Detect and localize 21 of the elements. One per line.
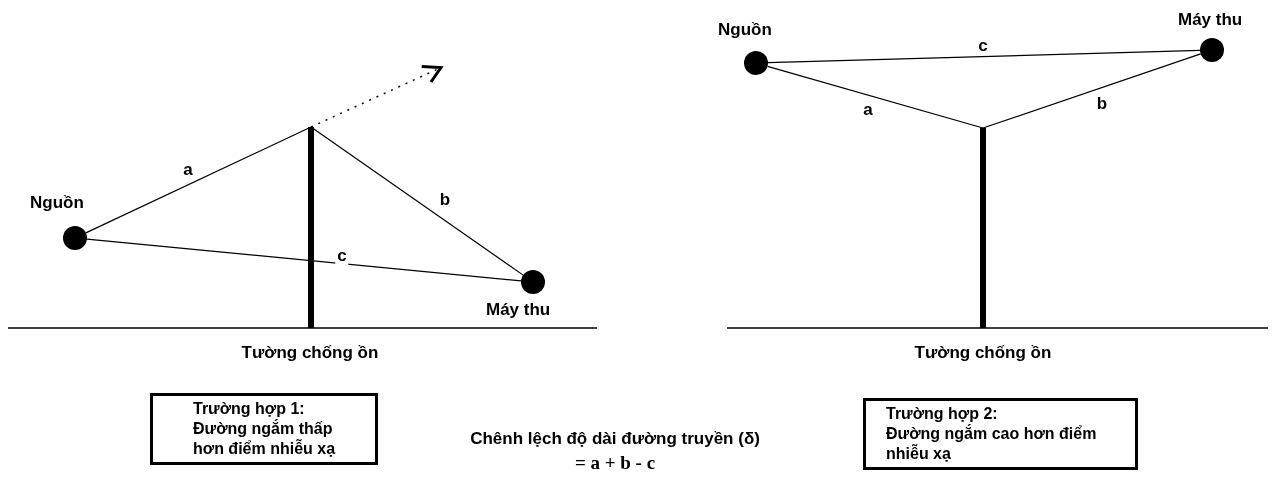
case-box	[150, 393, 378, 465]
wall-bar	[308, 127, 314, 328]
point-label: Tường chống ồn	[240, 343, 380, 363]
path-line	[766, 65, 984, 129]
path-line	[86, 238, 522, 282]
point-label: Máy thu	[486, 300, 552, 320]
formula-text: = a + b - c	[573, 452, 657, 474]
path-line	[982, 53, 1202, 129]
formula-text: Chênh lệch độ dài đường truyền (δ)	[469, 428, 761, 450]
path-line	[767, 49, 1201, 64]
case-box	[863, 398, 1138, 470]
case-heading: Trường hợp 2:	[886, 404, 999, 424]
case-text: Đường ngắm cao hơn điểm nhiễu xạ	[886, 424, 1098, 464]
point-label: Nguồn	[30, 193, 85, 213]
point-label: Máy thu	[1178, 10, 1244, 30]
dotted-arrow	[310, 64, 443, 128]
point-label: Nguồn	[718, 20, 773, 40]
case-text: Đường ngắm thấp hơn điểm nhiễu xạ	[193, 419, 337, 459]
point-label: Tường chống ồn	[913, 343, 1053, 363]
wall-bar	[980, 128, 986, 328]
case-heading: Trường hợp 1:	[193, 399, 306, 419]
